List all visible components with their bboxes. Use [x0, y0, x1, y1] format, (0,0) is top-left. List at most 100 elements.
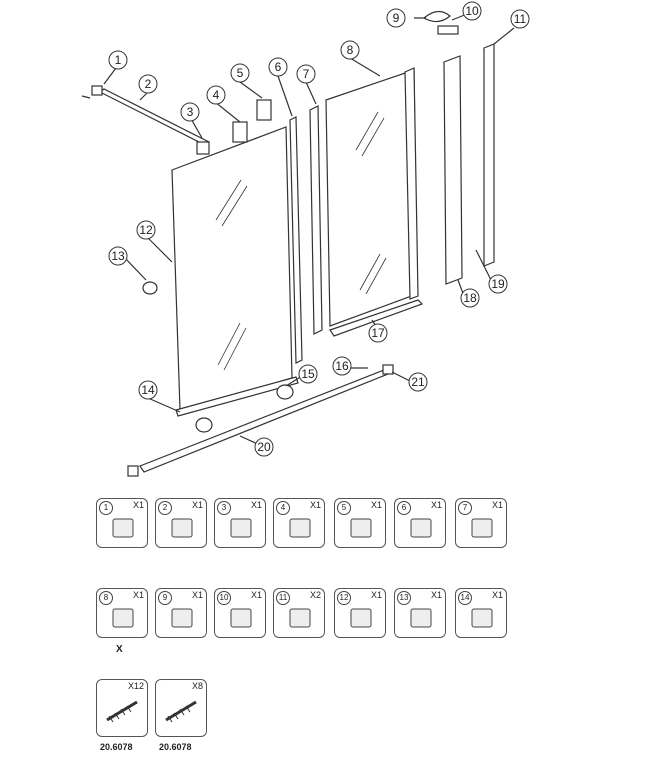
- part-card: 7 X1: [455, 498, 507, 548]
- part-number: 7: [458, 501, 472, 515]
- part-quantity: X1: [250, 590, 262, 600]
- part-quantity: X1: [491, 500, 503, 510]
- hardware-code: 20.6078: [159, 742, 192, 752]
- part-icon: [230, 608, 252, 628]
- callout-number: 19: [491, 277, 505, 291]
- callout-number: 3: [187, 105, 194, 119]
- part-quantity: X1: [191, 500, 203, 510]
- profile-7: [309, 105, 323, 335]
- part-icon: [471, 608, 493, 628]
- hardware-quantity: X8: [191, 681, 203, 691]
- part-icon: [350, 518, 372, 538]
- wall-profile-11: [483, 43, 495, 267]
- wall-profile-18: [443, 55, 463, 285]
- callout-circle: [180, 102, 200, 122]
- callout-circle: [206, 85, 226, 105]
- callout-circle: [138, 380, 158, 400]
- hardware-card: X8: [155, 679, 207, 737]
- part-quantity: X1: [370, 590, 382, 600]
- callout-number: 9: [393, 11, 400, 25]
- part-number: 4: [276, 501, 290, 515]
- part-number: 10: [217, 591, 231, 605]
- part-icon: [230, 518, 252, 538]
- part-icon: [410, 608, 432, 628]
- part-quantity: X1: [370, 500, 382, 510]
- callout-number: 21: [411, 375, 425, 389]
- part-card: 3 X1: [214, 498, 266, 548]
- part-quantity: X1: [250, 500, 262, 510]
- callout-circle: [230, 63, 250, 83]
- callout-circle: [138, 74, 158, 94]
- callout-number: 18: [463, 291, 477, 305]
- wall-plug-icon: [165, 700, 197, 723]
- callout-number: 17: [371, 326, 385, 340]
- hardware-code: 20.6078: [100, 742, 133, 752]
- callout-circle: [332, 356, 352, 376]
- part-number: 6: [397, 501, 411, 515]
- end-cap-1: [91, 85, 103, 96]
- note-mark: X: [116, 644, 123, 655]
- hardware-card: X12: [96, 679, 148, 737]
- screw-icon: [106, 700, 138, 723]
- part-number: 8: [99, 591, 113, 605]
- cap-10: [437, 25, 459, 35]
- part-number: 13: [397, 591, 411, 605]
- callout-number: 7: [303, 67, 310, 81]
- end-cap-21: [382, 364, 394, 375]
- part-card: 5 X1: [334, 498, 386, 548]
- part-quantity: X1: [132, 500, 144, 510]
- knob-13: [142, 281, 158, 295]
- part-quantity: X1: [191, 590, 203, 600]
- part-quantity: X2: [309, 590, 321, 600]
- callout-circle: [460, 288, 480, 308]
- part-card: 14 X1: [455, 588, 507, 638]
- part-quantity: X1: [491, 590, 503, 600]
- callout-circle: [488, 274, 508, 294]
- part-number: 9: [158, 591, 172, 605]
- callout-circle: [462, 1, 482, 21]
- part-quantity: X1: [430, 590, 442, 600]
- callout-circle: [136, 220, 156, 240]
- knob-15: [276, 384, 294, 400]
- callout-number: 16: [335, 359, 349, 373]
- callout-circle: [386, 8, 406, 28]
- callout-number: 15: [301, 367, 315, 381]
- callout-circle: [298, 364, 318, 384]
- part-card: 9 X1: [155, 588, 207, 638]
- callout-number: 10: [465, 4, 479, 18]
- callout-circle: [510, 9, 530, 29]
- knob-14b: [195, 417, 213, 433]
- callout-number: 11: [514, 12, 527, 26]
- callout-number: 2: [145, 77, 152, 91]
- part-number: 14: [458, 591, 472, 605]
- callout-number: 20: [257, 440, 271, 454]
- part-card: 13 X1: [394, 588, 446, 638]
- part-quantity: X1: [430, 500, 442, 510]
- callout-circle: [296, 64, 316, 84]
- seal-17: [329, 299, 424, 337]
- callout-circle: [108, 246, 128, 266]
- hardware-quantity: X12: [127, 681, 144, 691]
- callout-circle: [268, 57, 288, 77]
- part-number: 12: [337, 591, 351, 605]
- part-icon: [289, 518, 311, 538]
- part-icon: [171, 518, 193, 538]
- part-number: 5: [337, 501, 351, 515]
- callout-number: 5: [237, 66, 244, 80]
- callout-number: 4: [213, 88, 220, 102]
- part-number: 3: [217, 501, 231, 515]
- part-icon: [112, 608, 134, 628]
- callout-circle: [368, 323, 388, 343]
- part-card: 10 X1: [214, 588, 266, 638]
- callout-number: 1: [115, 53, 122, 67]
- bottom-profile-14: [175, 376, 299, 417]
- part-card: 11 X2: [273, 588, 325, 638]
- part-number: 11: [276, 591, 290, 605]
